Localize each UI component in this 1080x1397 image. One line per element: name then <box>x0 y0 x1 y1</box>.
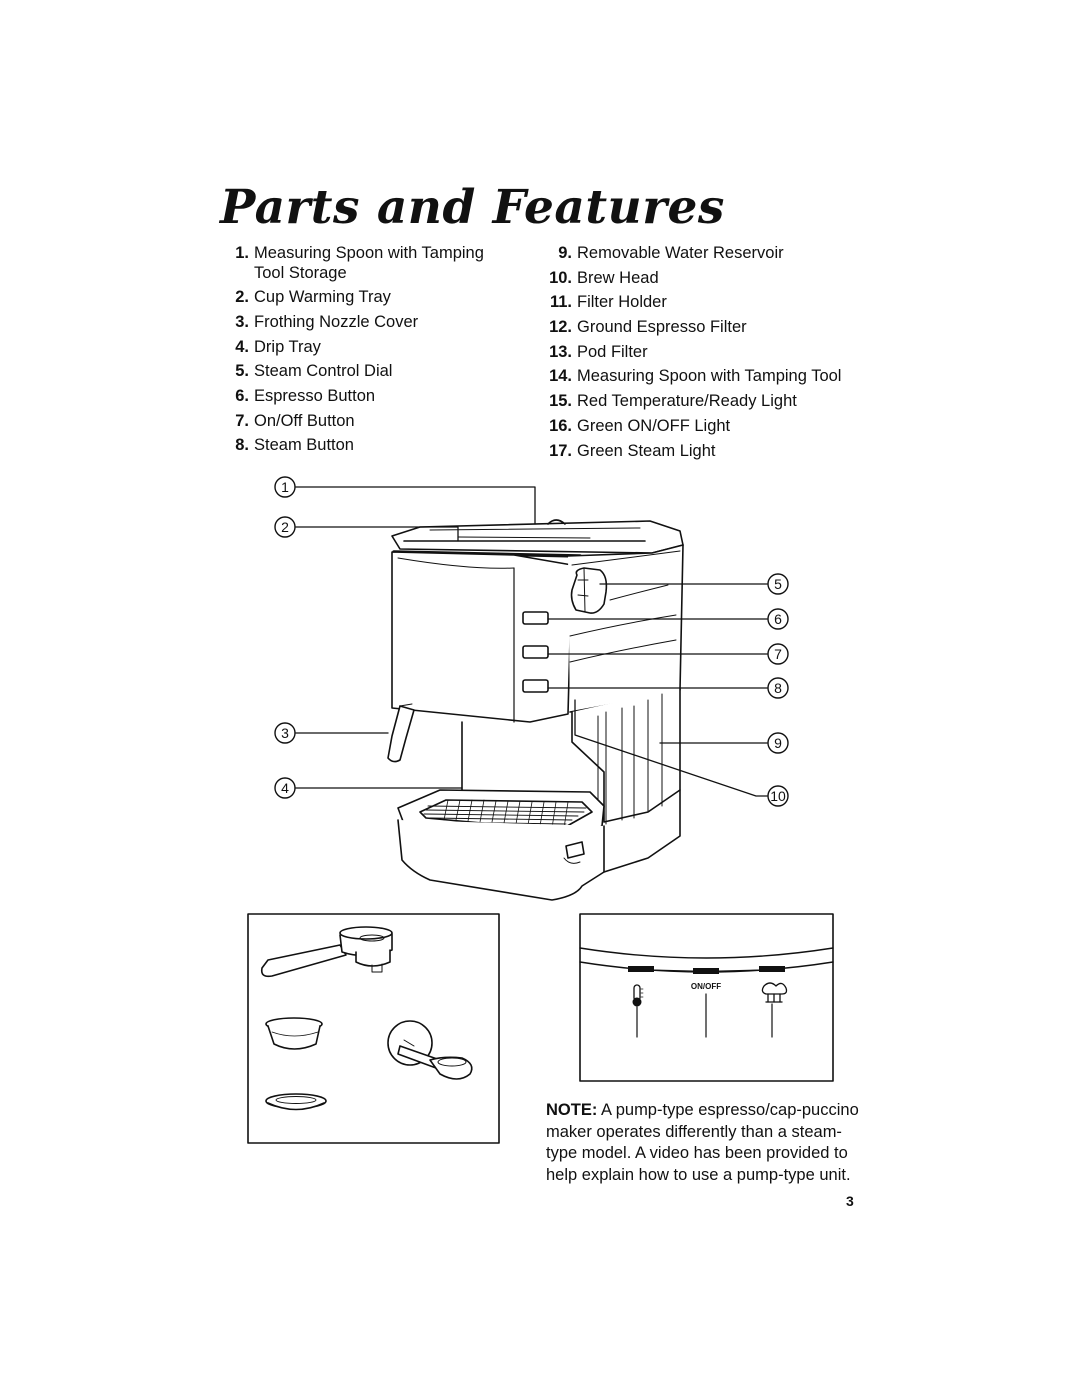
callout-9: 9 <box>767 732 789 754</box>
ground-espresso-filter-illustration <box>265 1017 323 1050</box>
steam-cup-icon <box>761 982 788 1003</box>
callout-4: 4 <box>274 777 296 799</box>
list-item: 2.Cup Warming Tray <box>235 288 391 306</box>
accessories-panel <box>247 913 500 1144</box>
page-number: 3 <box>846 1193 854 1209</box>
svg-text:3: 3 <box>281 725 289 741</box>
svg-text:2: 2 <box>281 519 289 535</box>
list-item: 13.Pod Filter <box>549 343 648 361</box>
list-item: 3.Frothing Nozzle Cover <box>235 313 419 331</box>
callout-10: 10 <box>767 785 789 807</box>
callout-8: 8 <box>767 677 789 699</box>
list-item: 8.Steam Button <box>235 436 354 454</box>
svg-text:7: 7 <box>774 646 782 662</box>
svg-text:10: 10 <box>770 788 786 804</box>
svg-text:9: 9 <box>774 735 782 751</box>
note-text: A pump-type espresso/cap-puccino maker o… <box>546 1101 859 1184</box>
leader-lines <box>295 486 768 797</box>
list-item: 1.Measuring Spoon with Tamping Tool Stor… <box>235 244 484 282</box>
measuring-spoon-illustration <box>387 1020 473 1080</box>
list-item: 5.Steam Control Dial <box>235 362 393 380</box>
list-item: 11.Filter Holder <box>549 293 667 311</box>
note-label: NOTE: <box>546 1101 598 1119</box>
onoff-label: ON/OFF <box>691 982 721 991</box>
callout-7: 7 <box>767 643 789 665</box>
list-item: 7.On/Off Button <box>235 412 355 430</box>
list-item: 14.Measuring Spoon with Tamping Tool <box>549 367 842 385</box>
svg-text:8: 8 <box>774 680 782 696</box>
svg-text:4: 4 <box>281 780 289 796</box>
list-item: 16.Green ON/OFF Light <box>549 417 731 435</box>
callout-6: 6 <box>767 608 789 630</box>
callout-3: 3 <box>274 722 296 744</box>
svg-text:5: 5 <box>774 576 782 592</box>
filter-holder-illustration <box>260 926 393 978</box>
callout-2: 2 <box>274 516 296 538</box>
list-item: 6.Espresso Button <box>235 387 376 405</box>
list-item: 15.Red Temperature/Ready Light <box>549 392 797 410</box>
callout-5: 5 <box>767 573 789 595</box>
pod-filter-illustration <box>265 1093 327 1111</box>
page-title: Parts and Features <box>220 180 725 235</box>
note-paragraph: NOTE: A pump-type espresso/cap-puccino m… <box>546 1100 866 1186</box>
list-item: 4.Drip Tray <box>235 338 321 356</box>
list-item: 9.Removable Water Reservoir <box>558 244 784 262</box>
list-item: 10.Brew Head <box>549 269 659 287</box>
list-item: 17.Green Steam Light <box>549 442 716 460</box>
list-item: 12.Ground Espresso Filter <box>549 318 747 336</box>
svg-text:1: 1 <box>281 479 289 495</box>
thermometer-icon <box>632 984 644 1007</box>
callout-1: 1 <box>274 476 296 498</box>
control-panel-panel: ON/OFF <box>579 913 834 1082</box>
espresso-machine-illustration <box>387 519 684 901</box>
svg-text:6: 6 <box>774 611 782 627</box>
